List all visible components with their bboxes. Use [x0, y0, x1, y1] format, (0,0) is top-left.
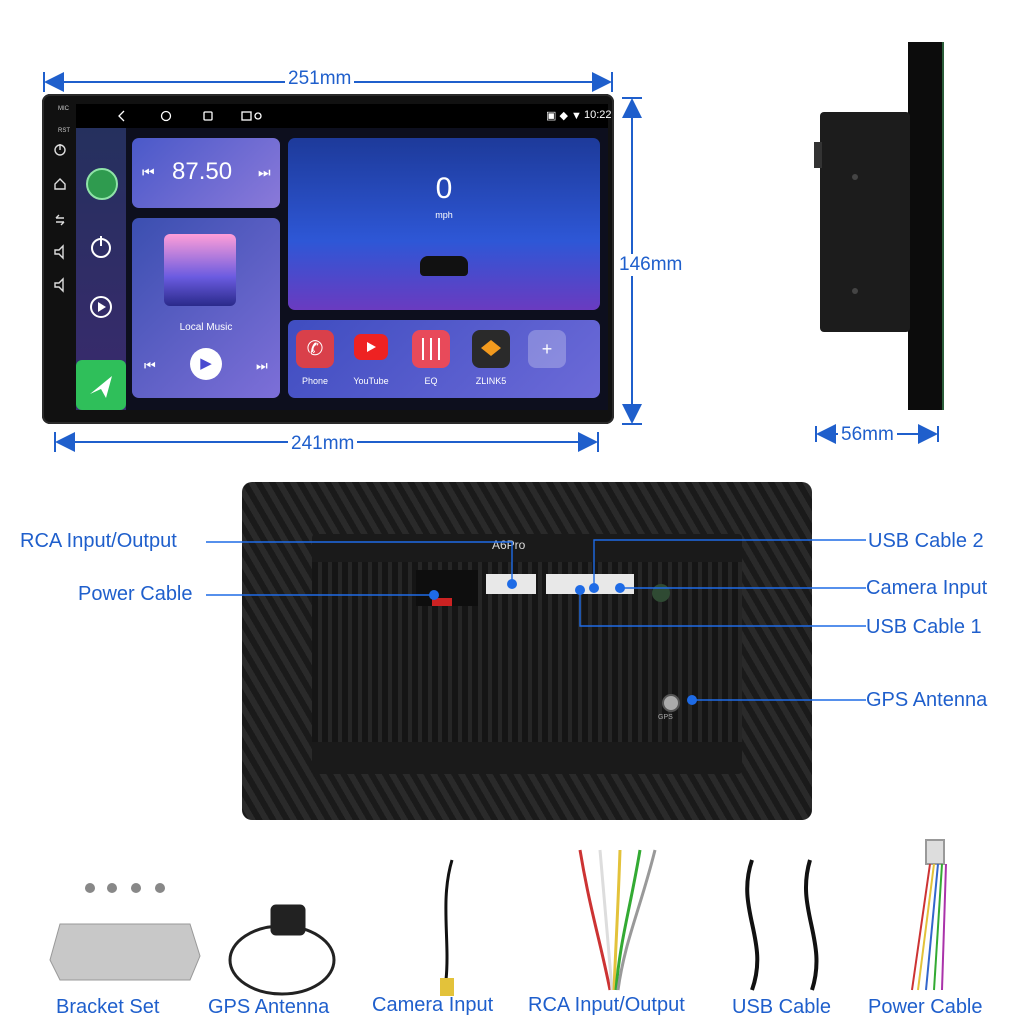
radio-prev-icon[interactable]: ⏮	[142, 164, 155, 180]
back-panel: A6Pro GPS	[242, 482, 812, 820]
youtube-icon[interactable]	[354, 334, 388, 360]
accessory-usb-cable: USB Cable	[732, 996, 831, 1018]
head-unit-front: MIC RST ▣ ◆ ▼ 10:22	[42, 94, 614, 424]
width-bottom-label: 241mm	[288, 433, 358, 455]
add-app-icon[interactable]: +	[528, 330, 566, 368]
usb-camera-ports	[546, 574, 634, 594]
side-view-connector	[814, 142, 822, 168]
label-usb-cable-2: USB Cable 2	[868, 530, 984, 552]
accessory-rca-io: RCA Input/Output	[528, 994, 685, 1016]
back-chassis: A6Pro GPS	[312, 534, 742, 774]
power-cable-image	[911, 839, 947, 991]
label-gps-antenna: GPS Antenna	[866, 689, 988, 711]
side-button-icons	[54, 144, 66, 293]
music-prev-icon[interactable]: ⏮	[144, 358, 156, 373]
accessory-bracket-set: Bracket Set	[56, 996, 160, 1018]
speed-value: 0	[435, 172, 453, 205]
music-play-icon[interactable]: ▶	[190, 348, 222, 380]
speedometer-widget: 0 mph	[288, 138, 600, 310]
radio-widget[interactable]: ⏮ 87.50 ⏭	[132, 138, 280, 208]
gps-tiny-label: GPS	[658, 714, 673, 721]
speed-unit: mph	[435, 210, 453, 220]
accessory-power-cable: Power Cable	[868, 996, 983, 1018]
height-label: 146mm	[616, 254, 686, 276]
power-icon[interactable]	[88, 234, 114, 260]
width-top-label: 251mm	[285, 68, 355, 90]
radio-frequency: 87.50	[172, 158, 233, 185]
accessories-images	[49, 839, 947, 996]
side-view-chassis	[814, 112, 910, 332]
equalizer-icon[interactable]	[412, 330, 450, 368]
car-icon	[420, 256, 468, 276]
status-bar: ▣ ◆ ▼ 10:22	[76, 104, 612, 128]
rst-label: RST	[58, 128, 70, 134]
camera-cable-image	[440, 859, 454, 996]
left-dock	[76, 128, 126, 410]
album-art	[164, 234, 236, 306]
carplay-navigation-icon[interactable]	[76, 360, 126, 410]
accessory-gps-antenna: GPS Antenna	[208, 996, 330, 1018]
zlink-icon[interactable]	[472, 330, 510, 368]
app-label-youtube: YouTube	[353, 376, 389, 386]
label-power-cable: Power Cable	[78, 583, 193, 605]
gps-antenna-image	[228, 904, 336, 996]
label-rca-io: RCA Input/Output	[20, 530, 177, 552]
play-circle-icon[interactable]	[88, 294, 114, 320]
dashboard-app-icon[interactable]	[86, 168, 118, 200]
side-screw	[852, 174, 858, 180]
radio-next-icon[interactable]: ⏭	[258, 164, 271, 180]
side-view-screen	[908, 42, 944, 410]
rca-harness-image	[578, 849, 657, 991]
mic-label: MIC	[58, 106, 69, 112]
power-port	[416, 570, 478, 606]
bracket-set-image	[49, 883, 201, 981]
screen: ▣ ◆ ▼ 10:22 ⏮ 87.50 ⏭ Local Music ⏮ ▶ ⏭	[76, 104, 612, 410]
depth-label: 56mm	[838, 424, 897, 446]
status-signal-icon: ▣ ◆ ▼	[546, 110, 582, 122]
app-label-zlink: ZLINK5	[475, 376, 507, 386]
status-time: 10:22	[584, 109, 612, 121]
music-next-icon[interactable]: ⏭	[256, 358, 268, 373]
side-screw	[852, 288, 858, 294]
apps-widget: ✆ Phone YouTube EQ ZLINK5 +	[288, 320, 600, 398]
app-label-phone: Phone	[301, 376, 329, 386]
accessory-camera-input: Camera Input	[372, 994, 494, 1016]
label-usb-cable-1: USB Cable 1	[866, 616, 982, 638]
usb-cables-image	[745, 859, 819, 991]
music-title: Local Music	[179, 322, 233, 333]
fuse	[432, 598, 452, 606]
music-widget[interactable]: Local Music ⏮ ▶ ⏭	[132, 218, 280, 398]
nav-buttons	[118, 110, 262, 122]
gps-port	[662, 694, 680, 712]
phone-icon[interactable]: ✆	[296, 330, 334, 368]
label-camera-input: Camera Input	[866, 577, 988, 599]
app-label-eq: EQ	[424, 376, 438, 386]
annotation-lines	[206, 539, 866, 705]
